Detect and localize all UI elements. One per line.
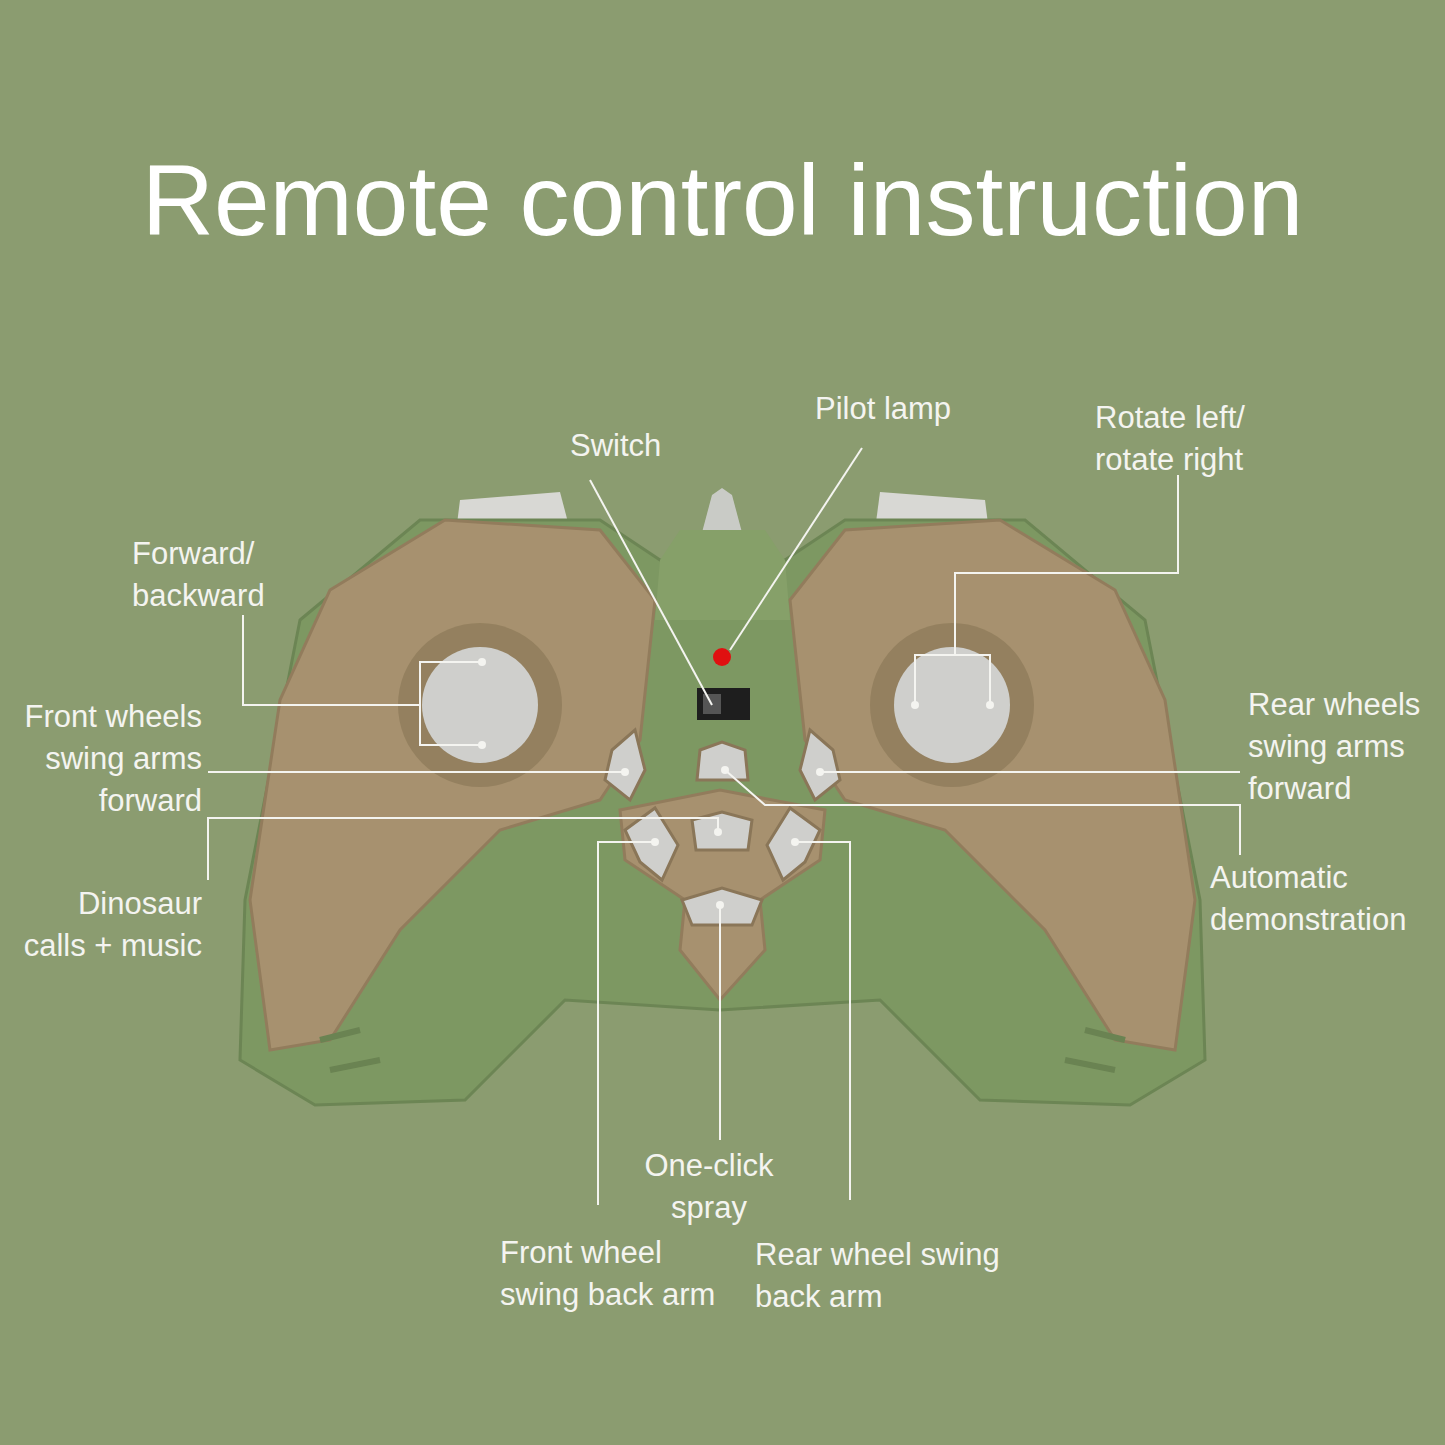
callout-label: Front wheel swing back arm [500, 1232, 735, 1316]
left-shell [250, 520, 655, 1050]
right-joystick [894, 647, 1010, 763]
callout-label: Automatic demonstration [1210, 857, 1440, 941]
callout-label: Switch [570, 425, 680, 467]
leader-lines [208, 448, 1240, 1205]
callout-label: Pilot lamp [815, 388, 985, 430]
controller-base [240, 520, 1205, 1105]
callout-label: Front wheels swing arms forward [2, 696, 202, 822]
callout-label: Dinosaur calls + music [10, 883, 202, 967]
center-shell [620, 790, 825, 1000]
pilot-lamp [713, 648, 731, 666]
callout-label: Rear wheel swing back arm [755, 1234, 1020, 1318]
leader-dots [478, 658, 994, 909]
page-title: Remote control instruction [0, 140, 1445, 260]
joystick-ring [870, 623, 1034, 787]
buttons [605, 730, 840, 925]
callout-label: One-click spray [639, 1145, 779, 1229]
callout-label: Forward/ backward [132, 533, 282, 617]
joystick-ring [398, 623, 562, 787]
callout-label: Rotate left/ rotate right [1095, 397, 1275, 481]
handle-ribs [320, 1030, 1125, 1070]
center-top [655, 530, 790, 620]
callout-label: Rear wheels swing arms forward [1248, 684, 1443, 810]
